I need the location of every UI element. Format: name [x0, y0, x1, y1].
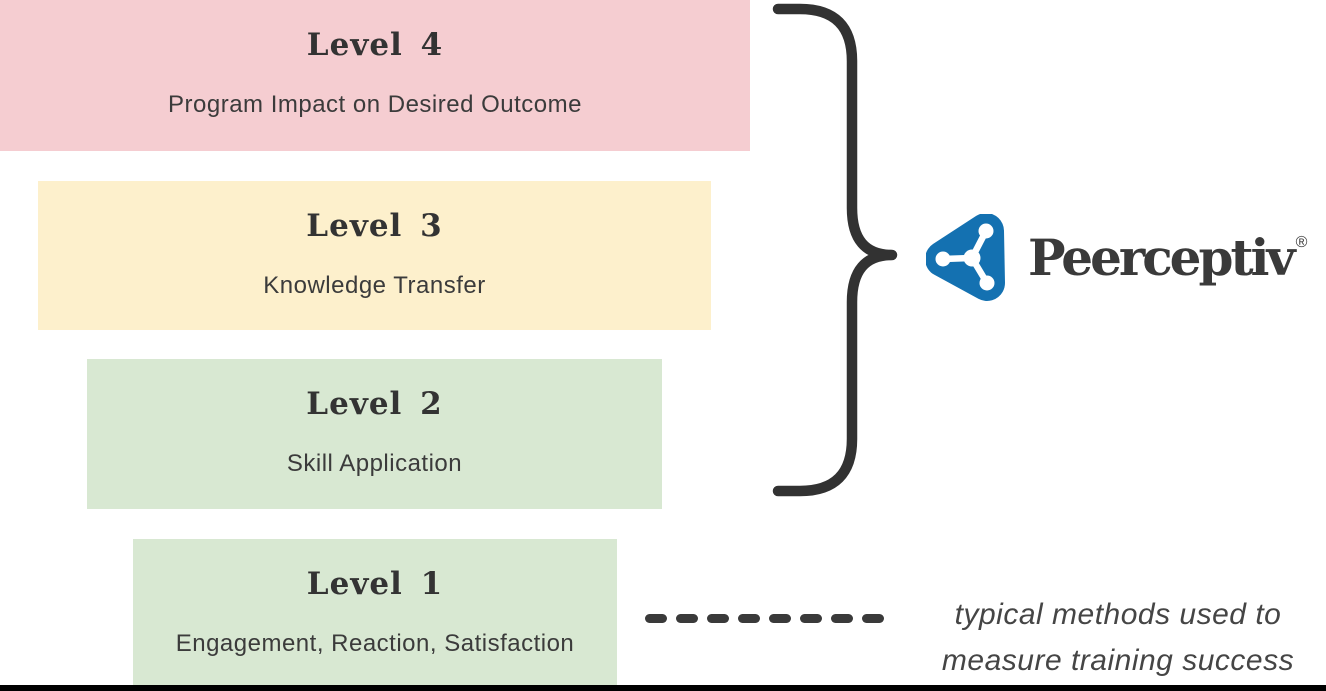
peerceptiv-molecule-icon — [926, 214, 1005, 301]
level-3-subtitle: Knowledge Transfer — [263, 272, 486, 299]
level-4-title: Level 4 — [306, 27, 444, 63]
annotation-text: typical methods used to measure training… — [903, 592, 1326, 684]
level-2-title: Level 2 — [306, 386, 443, 422]
dash-segment — [738, 613, 760, 623]
peerceptiv-logo: Peerceptiv ® — [926, 212, 1307, 304]
level-1-title: Level 1 — [306, 566, 444, 602]
dash-segment — [831, 613, 853, 623]
level-2-box: Level 2 Skill Application — [87, 359, 662, 509]
level-1-subtitle: Engagement, Reaction, Satisfaction — [175, 630, 575, 657]
level-3-box: Level 3 Knowledge Transfer — [38, 181, 711, 330]
level-4-subtitle: Program Impact on Desired Outcome — [168, 91, 582, 118]
peerceptiv-wordmark: Peerceptiv — [1028, 228, 1296, 287]
bottom-border-bar — [0, 685, 1326, 691]
level-4-box: Level 4 Program Impact on Desired Outcom… — [0, 0, 750, 151]
dashed-connector-line — [645, 613, 890, 623]
dash-segment — [676, 613, 698, 623]
dash-segment — [769, 613, 791, 623]
annotation-line-1: typical methods used to — [954, 598, 1282, 631]
dash-segment — [707, 613, 729, 623]
curly-brace-path — [772, 3, 898, 497]
level-3-title: Level 3 — [306, 208, 443, 244]
annotation-line-2: measure training success — [941, 644, 1295, 677]
dash-segment — [645, 613, 667, 623]
level-2-subtitle: Skill Application — [286, 450, 463, 477]
registered-trademark-symbol: ® — [1295, 234, 1308, 251]
level-1-box: Level 1 Engagement, Reaction, Satisfacti… — [133, 539, 617, 685]
dash-segment — [862, 613, 884, 623]
dash-segment — [800, 613, 822, 623]
